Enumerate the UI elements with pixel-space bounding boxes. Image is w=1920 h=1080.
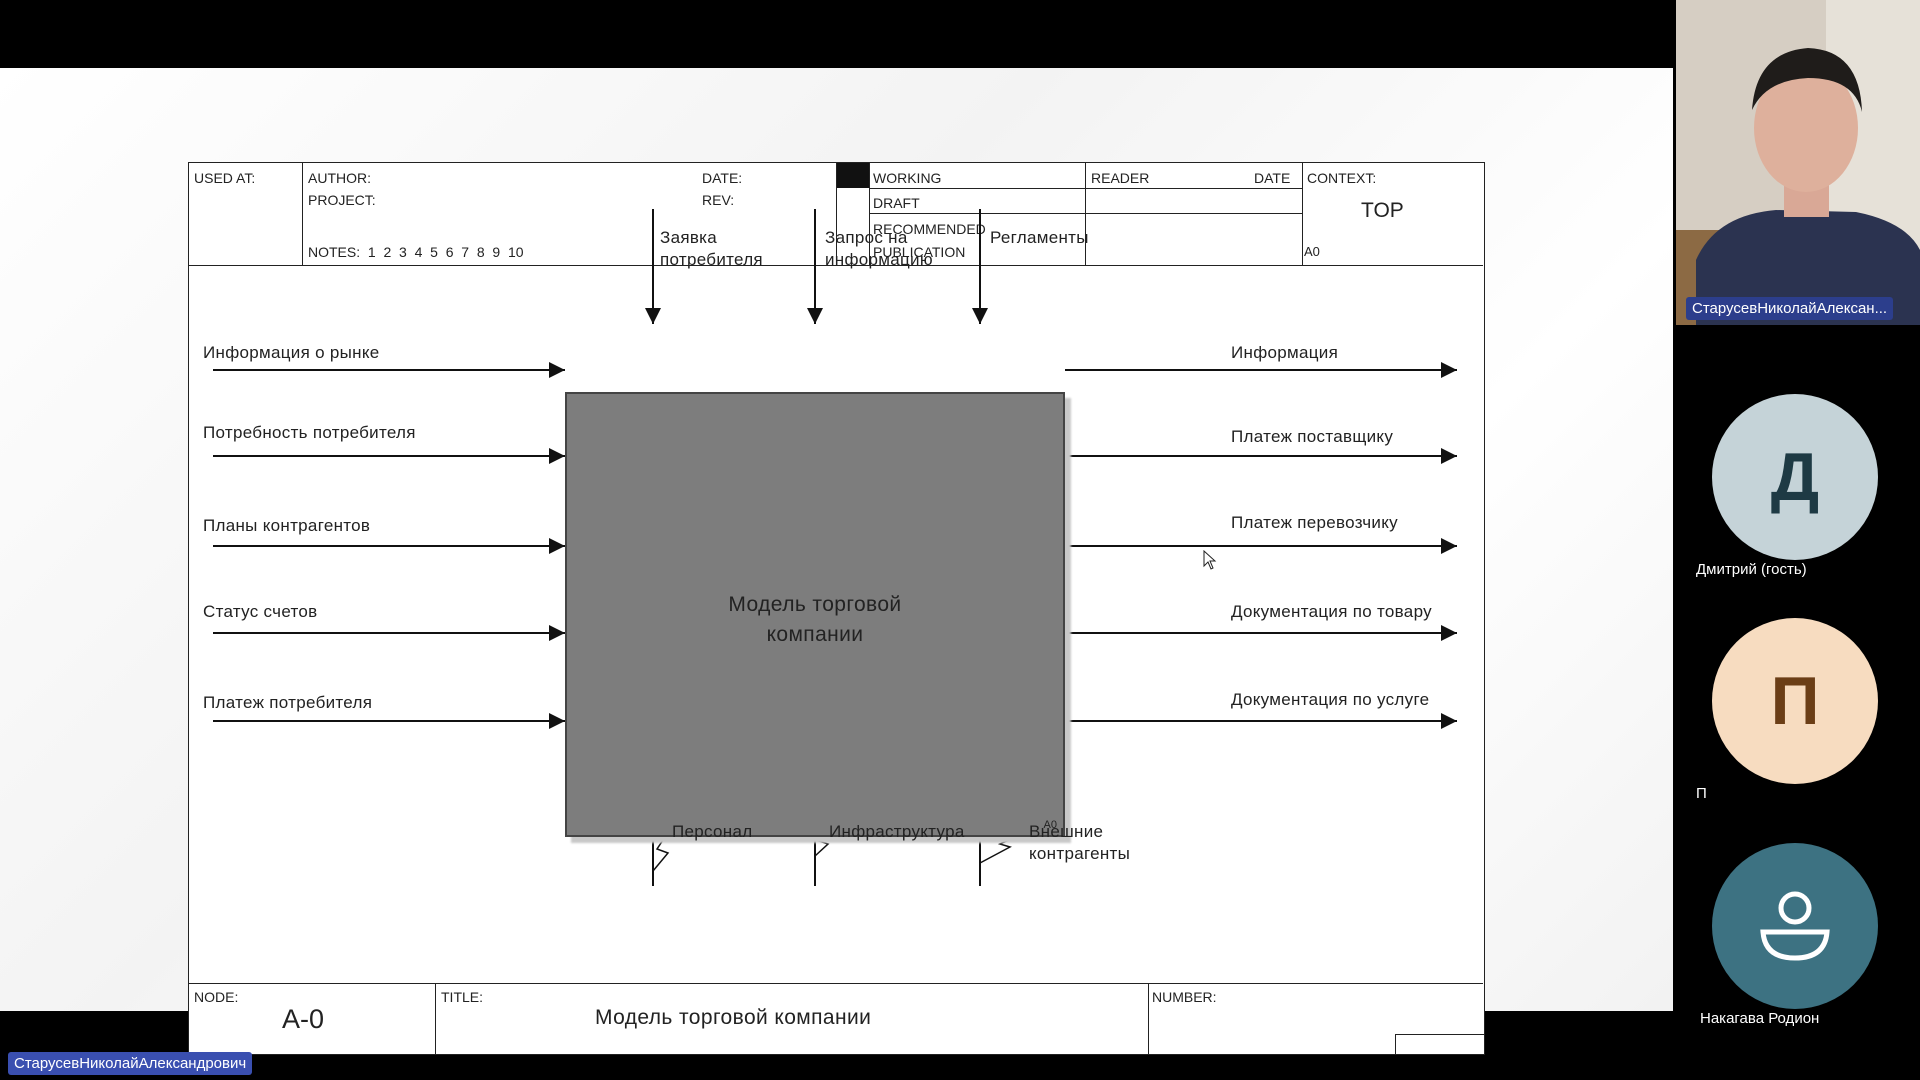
- publication-label: PUBLICATION: [873, 244, 966, 260]
- participant-avatar-nakagava[interactable]: [1712, 843, 1878, 1009]
- input-label-1: Информация о рынке: [203, 343, 380, 362]
- participant-video-tile[interactable]: СтарусевНиколайАлексан...: [1676, 0, 1920, 325]
- avatar-initial: Д: [1770, 439, 1820, 515]
- date-label: DATE:: [702, 170, 743, 186]
- control-label-2: Запрос на информацию: [825, 228, 933, 269]
- control-label-3: Регламенты: [990, 228, 1089, 247]
- output-label-2: Платеж поставщику: [1231, 427, 1394, 446]
- rev-label: REV:: [702, 192, 735, 208]
- participant-name-nakagava: Накагава Родион: [1700, 1010, 1820, 1027]
- activity-box-a0: Модель торговой компании A0: [565, 392, 1065, 837]
- draft-label: DRAFT: [873, 195, 920, 211]
- avatar-initial: П: [1770, 663, 1820, 739]
- reader-label: READER: [1091, 170, 1150, 186]
- active-speaker-badge: СтарусевНиколайАлександрович: [8, 1052, 253, 1075]
- control-label-1: Заявка потребителя: [660, 228, 763, 269]
- number-label: NUMBER:: [1152, 989, 1217, 1005]
- context-label: CONTEXT:: [1307, 170, 1377, 186]
- output-label-1: Информация: [1231, 343, 1339, 362]
- participant-avatar-p[interactable]: П: [1712, 618, 1878, 784]
- participant-name-dmitry: Дмитрий (гость): [1696, 561, 1807, 578]
- activity-box-code: A0: [1043, 819, 1057, 831]
- reader-date-label: DATE: [1254, 170, 1291, 186]
- input-label-5: Платеж потребителя: [203, 693, 373, 712]
- participant-video-person: [1676, 0, 1920, 325]
- context-code: A0: [1304, 244, 1320, 259]
- mechanism-label-3: Внешние контрагенты: [1029, 822, 1131, 863]
- mechanism-squiggle-3: [979, 831, 1028, 864]
- output-label-4: Документация по товару: [1231, 602, 1432, 621]
- node-value: A-0: [282, 1004, 325, 1034]
- output-label-5: Документация по услуге: [1231, 690, 1430, 709]
- context-value: TOP: [1361, 199, 1404, 222]
- arrows-layer: [213, 209, 1457, 886]
- mechanism-label-1: Персонал: [672, 822, 753, 841]
- participant-name-p: П: [1696, 785, 1707, 802]
- title-value: Модель торговой компании: [595, 1006, 872, 1029]
- mouse-cursor-icon: [1203, 550, 1217, 570]
- working-marker: [837, 163, 869, 188]
- video-participant-name: СтарусевНиколайАлексан...: [1686, 297, 1894, 320]
- mechanism-squiggle-1: [652, 830, 670, 872]
- shared-screen: USED AT: AUTHOR: PROJECT: NOTES: 1 2 3 4…: [0, 68, 1673, 1055]
- participant-avatar-dmitry[interactable]: Д: [1712, 394, 1878, 560]
- project-label: PROJECT:: [308, 192, 376, 208]
- input-label-4: Статус счетов: [203, 602, 318, 621]
- title-label: TITLE:: [441, 989, 484, 1005]
- input-label-3: Планы контрагентов: [203, 516, 371, 535]
- input-label-2: Потребность потребителя: [203, 423, 416, 442]
- output-label-3: Платеж перевозчику: [1231, 513, 1398, 532]
- recommended-label: RECOMMENDED: [873, 221, 986, 237]
- author-label: AUTHOR:: [308, 170, 371, 186]
- activity-box-title: Модель торговой компании: [728, 593, 902, 646]
- used-at-label: USED AT:: [194, 170, 256, 186]
- notes-label: NOTES: 1 2 3 4 5 6 7 8 9 10: [308, 244, 524, 260]
- mechanism-label-2: Инфраструктура: [829, 822, 965, 841]
- node-label: NODE:: [194, 989, 239, 1005]
- working-label: WORKING: [873, 170, 942, 186]
- user-icon: [1760, 891, 1830, 961]
